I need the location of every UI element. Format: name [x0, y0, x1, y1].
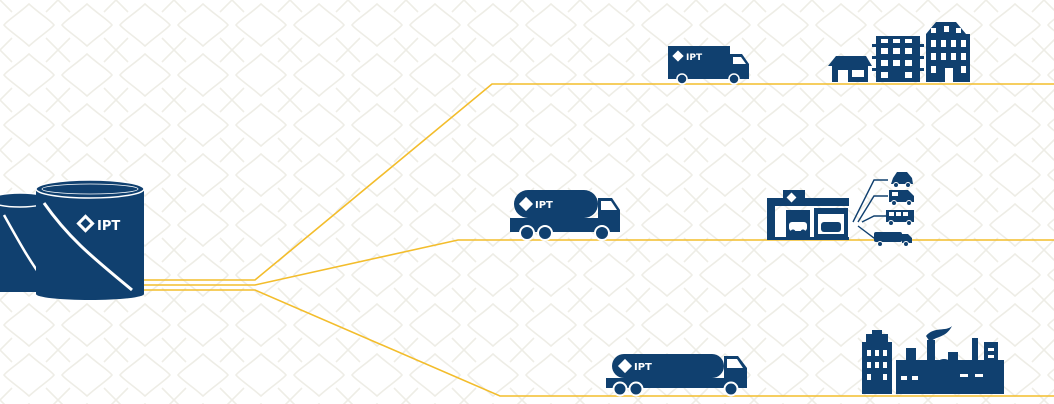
tank-brand-label: IPT [97, 219, 120, 234]
apartment-building-icon [872, 36, 924, 82]
box-truck-brand-label: IPT [686, 53, 703, 63]
front-tank: IPT [35, 179, 145, 300]
tanker-truck-icon: IPT [510, 190, 620, 241]
long-tanker-truck-icon: IPT [606, 354, 747, 397]
route-line-top [143, 83, 1054, 281]
route-lines [143, 83, 1054, 397]
gas-station-icon [767, 190, 849, 240]
car-icon [891, 172, 913, 188]
tanker-truck-brand-label: IPT [535, 200, 553, 211]
station-vehicle-branches [852, 179, 888, 239]
route-line-bottom [143, 289, 1054, 397]
truck-icon [874, 232, 912, 247]
bus-icon [886, 210, 914, 226]
tank-logo: IPT [76, 214, 120, 234]
buildings-icon [828, 22, 970, 82]
van-icon [889, 190, 914, 206]
shop-building-icon [828, 56, 872, 82]
industrial-plant-icon [862, 326, 1004, 394]
box-truck-icon: IPT [668, 46, 749, 85]
long-tanker-brand-label: IPT [634, 362, 652, 373]
townhouse-building-icon [926, 22, 970, 82]
storage-tanks-icon: IPT [0, 179, 145, 300]
route-line-middle [143, 239, 1054, 286]
